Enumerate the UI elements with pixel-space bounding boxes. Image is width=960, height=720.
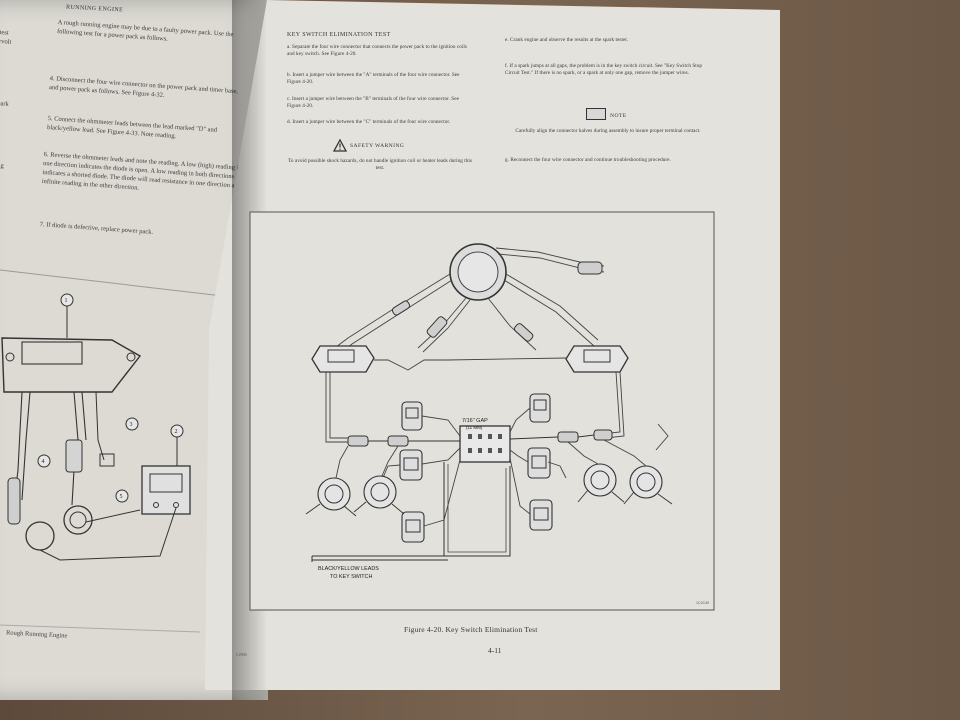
svg-text:2: 2 [175, 429, 178, 435]
step-b: b. Insert a jumper wire between the "A" … [287, 72, 460, 86]
step-c: c. Insert a jumper wire between the "B" … [287, 96, 459, 110]
step-f: f. If a spark jumps at all gaps, the pro… [505, 63, 703, 77]
svg-text:4: 4 [42, 459, 45, 465]
gap-label: 7/16" GAP [462, 418, 488, 424]
step-a: a. Separate the four wire connector that… [287, 44, 467, 58]
svg-text:5: 5 [120, 494, 123, 500]
note-title: NOTE [610, 113, 627, 119]
left-wiring-diagram: 1 2 3 4 5 [0, 269, 241, 633]
note-text: Carefully align the connector halves dur… [515, 128, 701, 134]
step-g: g. Reconnect the four wire connector and… [505, 157, 671, 163]
figure-caption: Figure 4-20. Key Switch Elimination Test [404, 625, 538, 634]
callout-1: 1 [65, 298, 68, 304]
bottom-code: C2900 [236, 652, 247, 657]
step-d: d. Insert a jumper wire between the "C" … [287, 119, 451, 125]
step-e: e. Crank engine and observe the results … [505, 37, 629, 43]
figure-code: 1C2C40 [696, 601, 709, 605]
key-switch-wiring-figure: 7/16" GAP (11 MM) [249, 211, 715, 611]
leads-label-1: BLACK/YELLOW LEADS [318, 566, 379, 572]
note-icon [586, 108, 606, 120]
page-number: 4-11 [488, 646, 502, 655]
warning-triangle-icon [332, 138, 348, 152]
right-heading: KEY SWITCH ELIMINATION TEST [287, 32, 391, 38]
warning-text: To avoid possible shock hazards, do not … [288, 158, 472, 172]
gap-mm-label: (11 MM) [466, 425, 483, 430]
svg-text:3: 3 [130, 422, 133, 428]
leads-label-2: TO KEY SWITCH [330, 574, 372, 580]
warning-title: SAFETY WARNING [350, 143, 405, 149]
